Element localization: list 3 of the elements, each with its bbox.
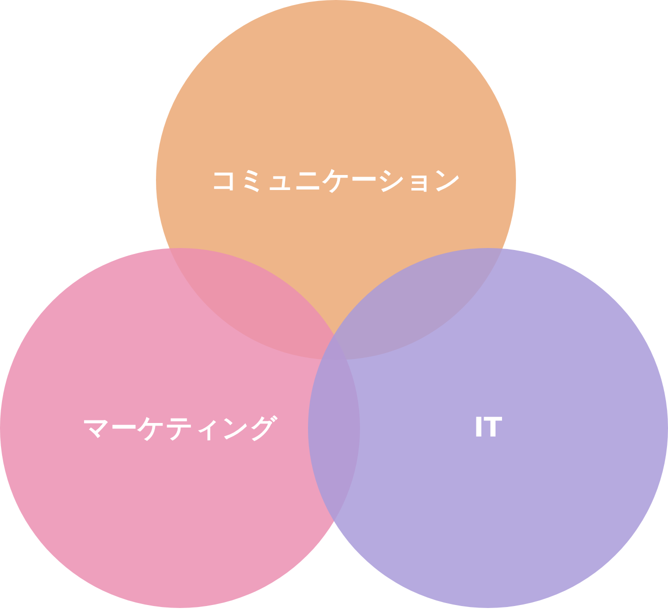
circle-label: コミュニケーション xyxy=(210,164,462,198)
circle-label: マーケティング xyxy=(82,412,278,446)
circle-label: IT xyxy=(474,412,502,444)
